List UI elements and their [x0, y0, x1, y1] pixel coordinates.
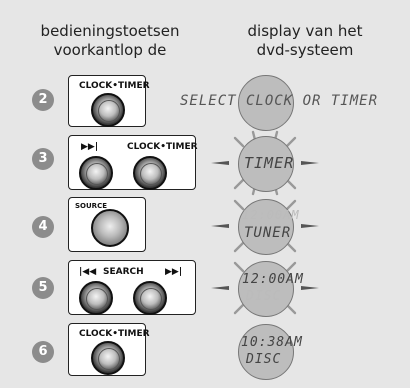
source-knob[interactable]	[91, 209, 129, 247]
step-5-display-time: 12:00AM	[242, 272, 304, 287]
clock-timer-label: CLOCK•TIMER	[79, 329, 150, 339]
next-label: ▶▶|	[81, 142, 99, 152]
display-column-header: display van het dvd-systeem	[210, 22, 400, 60]
step-3-display-circle	[238, 136, 294, 192]
step-3-display-text: TIMER	[244, 154, 295, 172]
clock-timer-label: CLOCK•TIMER	[127, 142, 198, 152]
step-6-display-source: DISC	[246, 352, 282, 367]
clock-timer-button[interactable]	[91, 341, 125, 375]
step-number-5: 5	[32, 277, 54, 299]
step-6-display-circle	[238, 324, 294, 380]
step-2-display-text: SELECT CLOCK OR TIMER	[180, 93, 379, 109]
controls-header-line-1: bedieningstoetsen	[40, 22, 180, 40]
step-5-display-circle	[238, 261, 294, 317]
step-6-display-time: 10:38AM	[241, 335, 303, 350]
step-number-6: 6	[32, 341, 54, 363]
step-4-display-source: TUNER	[244, 225, 292, 241]
step-4-control-panel: SOURCE	[68, 197, 146, 252]
clock-timer-label: CLOCK•TIMER	[79, 81, 150, 91]
controls-column-header: bedieningstoetsen voorkantlop de	[10, 22, 210, 60]
controls-header-line-2: voorkantlop de	[53, 41, 167, 59]
search-previous-button[interactable]	[79, 281, 113, 315]
step-5-control-panel: |◀◀ SEARCH ▶▶|	[68, 260, 196, 315]
step-3-control-panel: ▶▶| CLOCK•TIMER	[68, 135, 198, 190]
display-header-line-2: dvd-systeem	[256, 41, 354, 59]
step-2-display-circle	[238, 75, 294, 131]
step-number-2: 2	[32, 89, 54, 111]
step-4-display-time: 12:00AM	[242, 208, 300, 222]
step-2-control-panel: CLOCK•TIMER	[68, 75, 150, 127]
step-5-blink-rays	[211, 261, 319, 315]
next-button[interactable]	[79, 156, 113, 190]
display-header-line-1: display van het	[247, 22, 363, 40]
step-6-control-panel: CLOCK•TIMER	[68, 323, 150, 376]
previous-label: |◀◀	[79, 267, 97, 277]
step-4-display-circle	[238, 199, 294, 255]
source-label: SOURCE	[75, 202, 107, 210]
step-5-display-source: DISC	[246, 289, 282, 304]
clock-timer-button[interactable]	[133, 156, 167, 190]
step-number-3: 3	[32, 148, 54, 170]
step-number-4: 4	[32, 216, 54, 238]
clock-timer-button[interactable]	[91, 93, 125, 127]
search-label: SEARCH	[103, 267, 144, 277]
search-next-button[interactable]	[133, 281, 167, 315]
next-label: ▶▶|	[165, 267, 183, 277]
step-4-blink-rays	[211, 199, 319, 253]
